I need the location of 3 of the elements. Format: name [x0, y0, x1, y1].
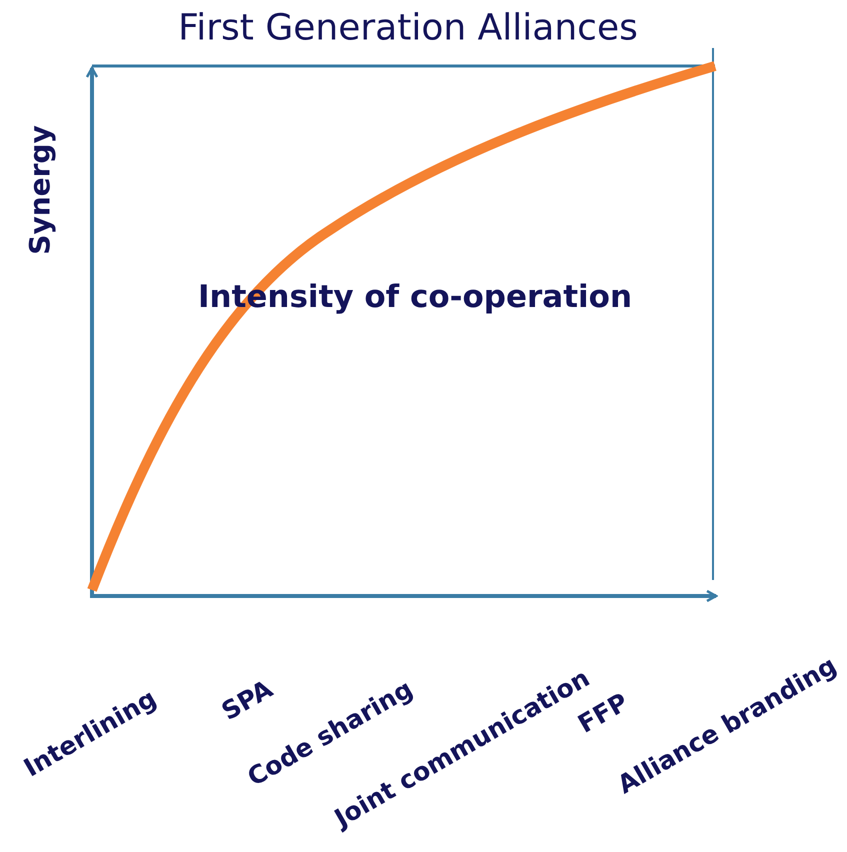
chart-title: First Generation Alliances [178, 8, 638, 48]
axis-title: Synergy [24, 125, 56, 255]
category-label: SPA [216, 674, 278, 726]
